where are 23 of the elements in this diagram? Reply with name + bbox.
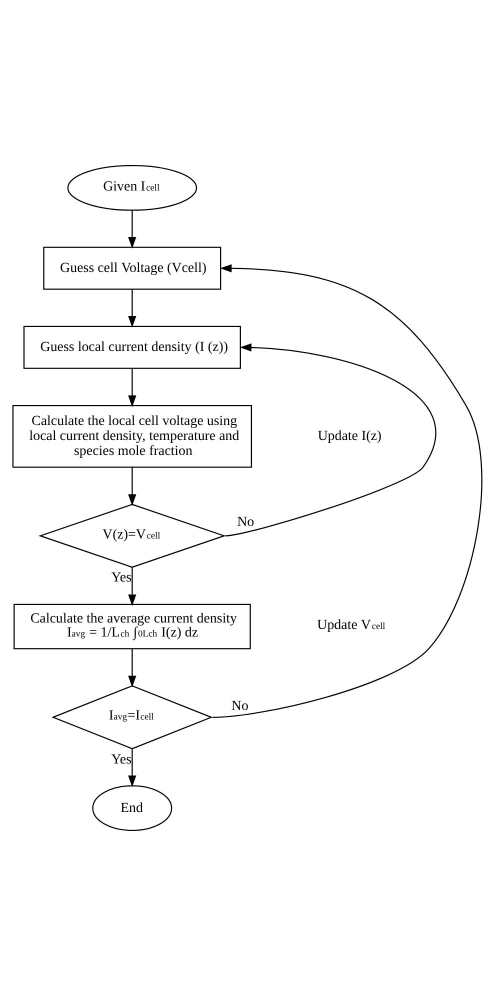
arrow — [128, 210, 136, 248]
edge-label: No — [231, 698, 248, 714]
edge-label: Yes — [111, 570, 132, 586]
label: Update I(z) — [318, 428, 382, 444]
edge-label: Yes — [111, 752, 132, 767]
node-box: Calculate the average current density Iavg = 1/Lch ∫0Lch I(z) dz — [14, 603, 251, 649]
arrow — [128, 748, 136, 787]
arrow — [128, 368, 136, 407]
edge-label: No — [237, 514, 254, 530]
node-box: Guess cell Voltage (Vcell) — [43, 246, 222, 290]
node-box: Calculate the local cell voltage using local current density, temperature and species mole fraction — [12, 404, 252, 468]
arrow — [225, 342, 436, 536]
arrow — [212, 264, 482, 718]
node-ellipse: Given Icell — [67, 164, 198, 210]
arrow — [128, 289, 136, 328]
node-box: Guess local current density (I (z)) — [23, 325, 241, 368]
arrow — [128, 648, 136, 687]
arrow — [128, 566, 136, 606]
arrow — [128, 466, 136, 506]
node-diamond: Iavg=Icell — [52, 684, 213, 749]
node-diamond: V(z)=Vcell — [38, 503, 226, 568]
label: Update Vcell — [317, 617, 386, 632]
node-ellipse: End — [92, 784, 172, 831]
